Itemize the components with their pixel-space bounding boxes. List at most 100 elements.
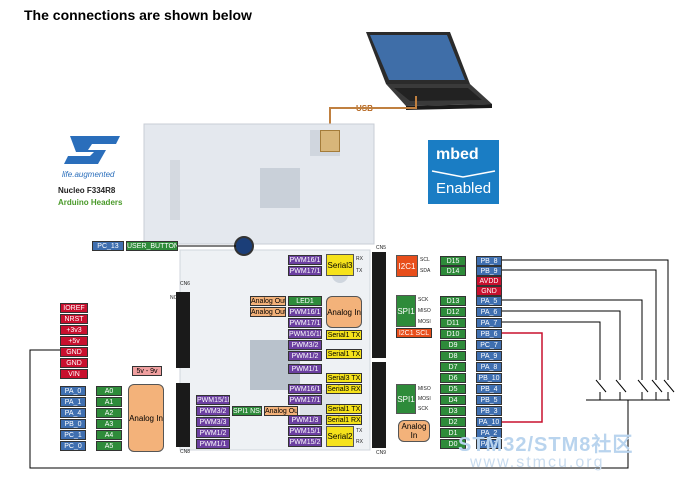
cn9-spi1: SPI1 [396, 384, 416, 414]
cn5-pin-pc7: PC_7 [476, 340, 502, 350]
cn8-pwm-5: PWM1/1 [196, 439, 230, 449]
usb-cable [329, 96, 417, 132]
cn5-ard-d11: D11 [440, 318, 466, 328]
cn9-ard-d3: D3 [440, 406, 466, 416]
page-title: The connections are shown below [24, 7, 252, 23]
cn9-ard-d7: D7 [440, 362, 466, 372]
board-name: Nucleo F334R8 [58, 186, 116, 195]
cn9-ard-d2: D2 [440, 417, 466, 427]
cn9-serial1-rx: Serial1 RX [326, 415, 362, 425]
cn8-pwm-3: PWM3/3 [196, 417, 230, 427]
cn9-pwm-4: PWM1/3 [288, 415, 322, 425]
cn5-ard-d15: D15 [440, 256, 466, 266]
cn5-pin-pa7: PA_7 [476, 318, 502, 328]
st-tagline: life.augmented [62, 170, 115, 179]
cn8-spi-nss: SPI1 NSS [232, 406, 262, 416]
cn9-pin-pb3: PB_3 [476, 406, 502, 416]
cn9-pwm-3: PWM17/1 [288, 395, 322, 405]
cn5-mosi: MOSI [418, 319, 431, 325]
cn5-scl: SCL [420, 257, 430, 263]
header-cn5 [372, 252, 386, 358]
cn8-pwm-1: PWM15/1N [196, 395, 230, 405]
cn5-ard-d14: D14 [440, 266, 466, 276]
cn9-pin-pa2: PA_2 [476, 428, 502, 438]
cn5-tx: TX [356, 268, 363, 274]
cn8-ard-a0: A0 [96, 386, 122, 396]
cn5-pwm-top-1: PWM16/1 [288, 255, 322, 265]
cn9-analog-in: Analog In [398, 420, 430, 442]
cn5-i2c1-scl: I2C1 SCL [396, 328, 432, 338]
cn8-ard-a4: A4 [96, 430, 122, 440]
cn8-analog-out: Analog Out [264, 406, 298, 416]
cn9-pwm-5: PWM15/1 [288, 426, 322, 436]
cn5-ard-d8: D8 [440, 351, 466, 361]
cn6-pin-nrst: NRST [60, 314, 88, 324]
usb-connector [320, 130, 340, 152]
cn5-pin-pa9: PA_9 [476, 351, 502, 361]
mbed-line2: Enabled [436, 180, 492, 197]
cn6-pin-5v: +5v [60, 336, 88, 346]
mbed-logo: mbed Enabled [428, 140, 499, 204]
cn8-pin-pc0: PC_0 [60, 441, 86, 451]
cn6-label: CN6 [180, 281, 191, 287]
cn5-spi1: SPI1 [396, 295, 416, 327]
cn8-pin-pb0: PB_0 [60, 419, 86, 429]
cn5-analog-out-2: Analog Out [250, 307, 286, 317]
cn9-pin-pb4: PB_4 [476, 384, 502, 394]
cn9-ard-d1: D1 [440, 428, 466, 438]
cn8-pin-pa4: PA_4 [60, 408, 86, 418]
cn9-rx: RX [356, 439, 363, 445]
cn6-pin-gnd1: GND [60, 347, 88, 357]
cn5-sck: SCK [418, 297, 429, 303]
cn9-miso: MISO [418, 386, 431, 392]
cn5-rx: RX [356, 256, 363, 262]
cn8-ard-a3: A3 [96, 419, 122, 429]
cn5-i2c1: I2C1 [396, 255, 418, 277]
cn9-pin-pa10: PA_10 [476, 417, 502, 427]
cn9-pin-pb5: PB_5 [476, 395, 502, 405]
cn5-analog-out-1: Analog Out [250, 296, 286, 306]
cn6-pin-gnd2: GND [60, 358, 88, 368]
mbed-line1: mbed [436, 146, 479, 163]
cn5-pin-pb9: PB_9 [476, 266, 502, 276]
cn5-serial3: Serial3 [326, 254, 354, 276]
nc-label: NC [170, 295, 178, 301]
cn5-pin-pb6: PB_6 [476, 329, 502, 339]
cn9-pwm-6: PWM15/2 [288, 437, 322, 447]
cn8-pin-pc1: PC_1 [60, 430, 86, 440]
cn5-miso: MISO [418, 308, 431, 314]
cn8-pwm-4: PWM1/2 [196, 428, 230, 438]
board-subtitle: Arduino Headers [58, 198, 123, 207]
cn9-pin-pa8: PA_8 [476, 362, 502, 372]
cn6-pin-vin: VIN [60, 369, 88, 379]
cn5-label: CN5 [376, 245, 387, 251]
cn8-ard-a2: A2 [96, 408, 122, 418]
watermark-main: STM32/STM8社区 [458, 434, 634, 456]
cn5-pin-pb8: PB_8 [476, 256, 502, 266]
laptop-icon [366, 32, 492, 110]
header-cn6 [176, 292, 190, 368]
cn9-pin-pb10: PB_10 [476, 373, 502, 383]
cn9-ard-d6: D6 [440, 373, 466, 383]
cn5-sda: SDA [420, 268, 431, 274]
cn9-pwm-1: PWM1/1 [288, 364, 322, 374]
cn9-serial1-tx: Serial1 TX [326, 404, 362, 414]
cn5-ard-d13: D13 [440, 296, 466, 306]
user-button-wire [178, 245, 236, 247]
vin-range: 5v - 9v [132, 366, 162, 376]
cn5-analog-in: Analog In [326, 296, 362, 328]
cn9-sck: SCK [418, 406, 429, 412]
header-cn9 [372, 362, 386, 448]
cn8-ard-a1: A1 [96, 397, 122, 407]
user-button-label: USER_BUTTON [126, 241, 178, 251]
cn9-serial2: Serial2 [326, 426, 354, 447]
cn9-serial3-rx: Serial3 RX [326, 384, 362, 394]
cn8-pin-pa1: PA_1 [60, 397, 86, 407]
cn5-serial1-tx: Serial1 TX [326, 330, 362, 340]
cn5-pin-gnd: GND [476, 286, 502, 296]
cn5-pin-avdd: AVDD [476, 276, 502, 286]
cn9-tx: TX [356, 428, 363, 434]
cn5-pin-pa5: PA_5 [476, 296, 502, 306]
cn5-pwm-top-2: PWM17/1 [288, 266, 322, 276]
